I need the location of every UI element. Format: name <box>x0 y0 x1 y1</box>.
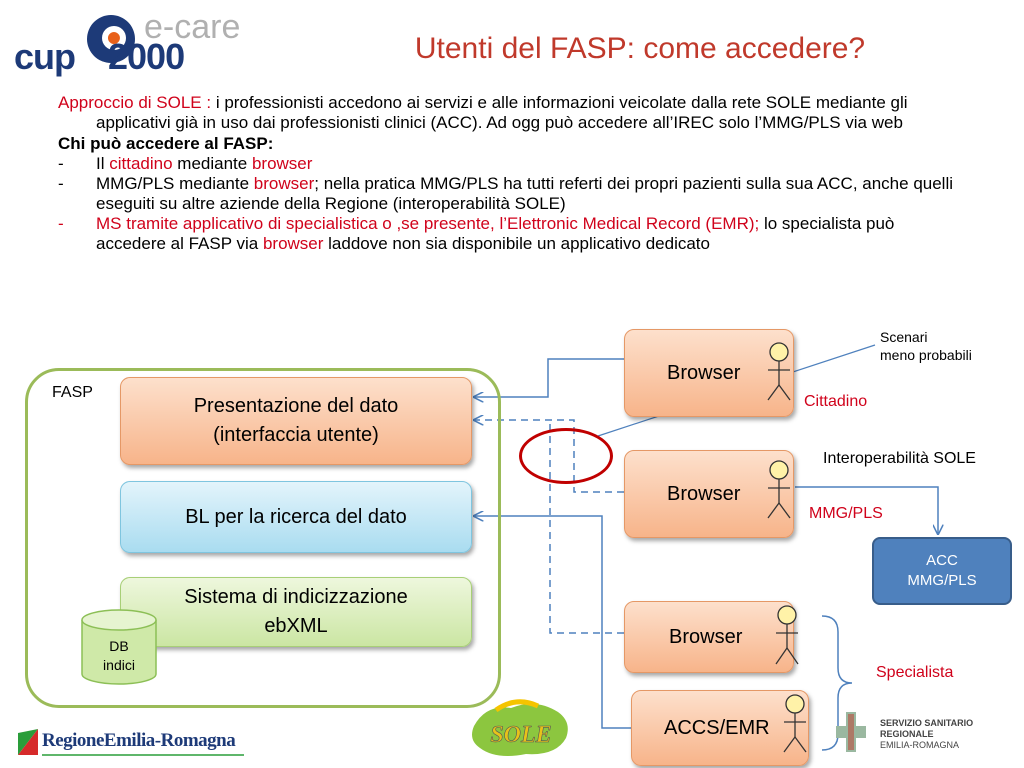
actor-cittadino-icon <box>767 342 791 401</box>
accs-emr-label: ACCS/EMR <box>664 716 770 739</box>
slide-title: Utenti del FASP: come accedere? <box>414 32 866 65</box>
ssr-line2: EMILIA-ROMAGNA <box>880 740 960 750</box>
db-label: DB indici <box>80 637 158 675</box>
connector-interop <box>795 486 938 534</box>
bullet-dash: - <box>58 174 64 193</box>
sole-logo: SOLE <box>472 699 568 756</box>
bullet-text-red: cittadino <box>109 154 173 173</box>
browser-label: Browser <box>669 625 743 648</box>
bullet-text-red: browser <box>253 174 315 193</box>
ssr-line1: SERVIZIO SANITARIO REGIONALE <box>880 718 974 739</box>
bullet-text-red: browser <box>251 154 313 173</box>
bullet-text-red: MS tramite applicativo di specialistica … <box>96 214 760 233</box>
bl-box: BL per la ricerca del dato <box>120 481 472 553</box>
sistema-label-line2: ebXML <box>264 615 328 637</box>
scenari-line1: Scenari <box>880 329 928 345</box>
sistema-box: Sistema di indicizzazione ebXML <box>120 577 472 647</box>
bl-label: BL per la ricerca del dato <box>185 505 407 528</box>
bullet-ms: - MS tramite applicativo di specialistic… <box>58 214 958 254</box>
servizio-sanitario-text: SERVIZIO SANITARIO REGIONALE EMILIA-ROMA… <box>880 718 1024 751</box>
bullet-text: mediante <box>172 154 252 173</box>
accs-emr-box: ACCS/EMR <box>631 690 809 766</box>
bullet-text: MMG/PLS mediante <box>96 174 254 193</box>
specialista-label: Specialista <box>876 664 954 681</box>
interoperabilita-label: Interoperabilità SOLE <box>823 450 976 467</box>
fasp-label: FASP <box>52 384 93 401</box>
cittadino-label: Cittadino <box>804 393 868 410</box>
bullet-cittadino: - Il cittadino mediante browser <box>58 154 958 174</box>
actor-mmg-icon <box>767 460 791 519</box>
who-can-access-heading: Chi può accedere al FASP: <box>58 134 274 153</box>
connector-browser1 <box>474 358 624 397</box>
mmg-pls-label: MMG/PLS <box>809 505 883 522</box>
presentazione-box: Presentazione del dato (interfaccia uten… <box>120 377 472 465</box>
sole-logo-text: SOLE <box>490 722 551 748</box>
regione-emilia-romagna-text: RegioneEmilia-Romagna <box>42 730 236 751</box>
db-label-line1: DB <box>109 638 129 654</box>
bullet-text-red: browser <box>262 234 324 253</box>
browser-specialista-box: Browser <box>624 601 794 673</box>
acc-label-line2: MMG/PLS <box>907 572 977 589</box>
bullet-dash: - <box>58 154 64 173</box>
sole-approach-text: i professionisti accedono ai servizi e a… <box>96 93 908 132</box>
scenari-line2: meno probabili <box>880 347 972 363</box>
connector-browser3-dashed <box>549 420 624 634</box>
acc-mmg-pls-box: ACC MMG/PLS <box>872 537 1012 605</box>
fasp-container <box>25 368 501 708</box>
logo-cup-text: cup <box>14 36 76 77</box>
sole-approach-lead: Approccio di SOLE : <box>58 93 216 112</box>
browser-cittadino-box: Browser <box>624 329 794 417</box>
db-label-line2: indici <box>103 657 135 673</box>
browser-mmg-box: Browser <box>624 450 794 538</box>
actor-accs-icon <box>783 694 807 753</box>
paragraph-sole-approach: Approccio di SOLE : i professionisti acc… <box>58 93 958 133</box>
highlight-ellipse <box>519 428 613 484</box>
sistema-label-line1: Sistema di indicizzazione <box>184 586 408 608</box>
presentazione-label-line1: Presentazione del dato <box>193 395 399 417</box>
regione-emilia-romagna-logo <box>18 729 244 756</box>
database-icon <box>81 609 157 685</box>
body-text: Approccio di SOLE : i professionisti acc… <box>58 93 958 254</box>
logo-swirl-icon <box>87 15 135 63</box>
cup2000-logo: e-care cup 2000 <box>14 8 254 77</box>
logo-ecare-text: e-care <box>144 8 241 46</box>
presentazione-label-line2: (interfaccia utente) <box>213 424 379 446</box>
browser-label: Browser <box>667 361 741 384</box>
bullet-dash: - <box>58 214 64 233</box>
bullet-mmg-pls: - MMG/PLS mediante browser; nella pratic… <box>58 174 958 214</box>
specialista-bracket <box>821 615 853 751</box>
acc-label-line1: ACC <box>926 552 958 569</box>
servizio-sanitario-logo-icon <box>836 712 866 752</box>
logo-2000-text: 2000 <box>108 36 185 77</box>
actor-specialista-icon <box>775 605 799 665</box>
bullet-text: Il <box>96 154 110 173</box>
connector-accs <box>474 516 631 729</box>
bullet-text: lo specialista può accedere al FASP via <box>96 214 895 253</box>
bullet-text: laddove non sia disponibile un applicati… <box>323 234 710 253</box>
bullet-text: ; nella pratica MMG/PLS ha tutti referti… <box>96 174 954 213</box>
browser-label: Browser <box>667 482 741 505</box>
scenari-note: Scenari meno probabili <box>880 328 972 364</box>
